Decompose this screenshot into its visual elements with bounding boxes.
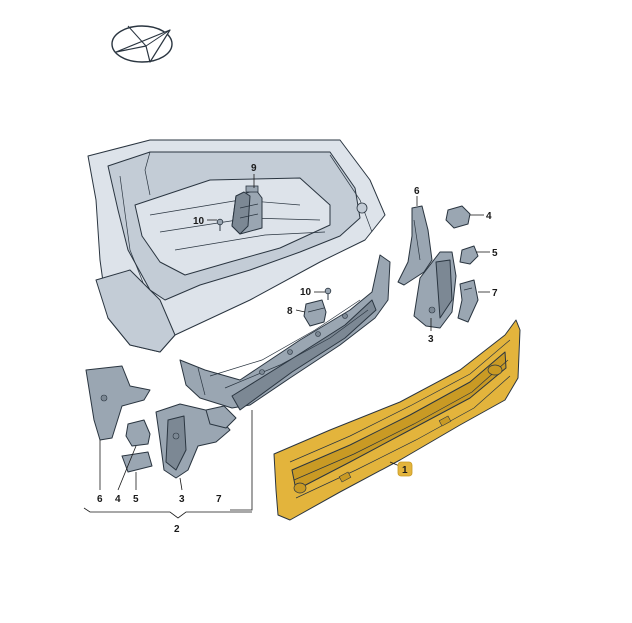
part-2-rear-panel-assembly [179, 254, 391, 411]
part-6-upper-pillar [397, 205, 433, 286]
part-1-rear-panel [273, 319, 521, 521]
part-8-bracket [303, 299, 327, 327]
part-10-bolt-upper [216, 218, 224, 231]
callout-2: 2 [174, 524, 180, 535]
part-10-bolt-lower [324, 287, 332, 300]
part-7-upper-bracket [457, 279, 479, 323]
part-9-bracket [231, 185, 263, 235]
part-5-lower-bracket [121, 451, 153, 473]
callout-labels: 9 10 10 8 6 4 5 7 3 1 6 4 5 3 7 2 [97, 163, 498, 535]
callout-10-upper: 10 [193, 216, 205, 227]
callout-1: 1 [402, 465, 408, 476]
callout-3-lower: 3 [179, 494, 185, 505]
direction-arrow-icon [111, 25, 173, 63]
callout-3-upper: 3 [428, 334, 434, 345]
callout-7-lower: 7 [216, 494, 222, 505]
part-4-lower-bracket [125, 419, 151, 447]
part-5-upper-bracket [459, 245, 479, 265]
callout-5-upper: 5 [492, 248, 498, 259]
part-4-upper-bracket [445, 205, 471, 229]
callout-10-lower: 10 [300, 287, 312, 298]
part-6-lower-pillar [85, 365, 151, 441]
callout-8: 8 [287, 306, 293, 317]
part-7-lower-bracket [205, 405, 237, 429]
callout-4-upper: 4 [486, 211, 492, 222]
callout-1-highlight: 1 [397, 461, 413, 477]
callout-6-upper: 6 [414, 186, 420, 197]
callout-6-lower: 6 [97, 494, 103, 505]
callout-5-lower: 5 [133, 494, 139, 505]
part-3-upper-reinforcement [413, 251, 457, 329]
callout-7-upper: 7 [492, 288, 498, 299]
callout-4-lower: 4 [115, 494, 121, 505]
leader-lines [83, 174, 490, 519]
callout-9: 9 [251, 163, 257, 174]
